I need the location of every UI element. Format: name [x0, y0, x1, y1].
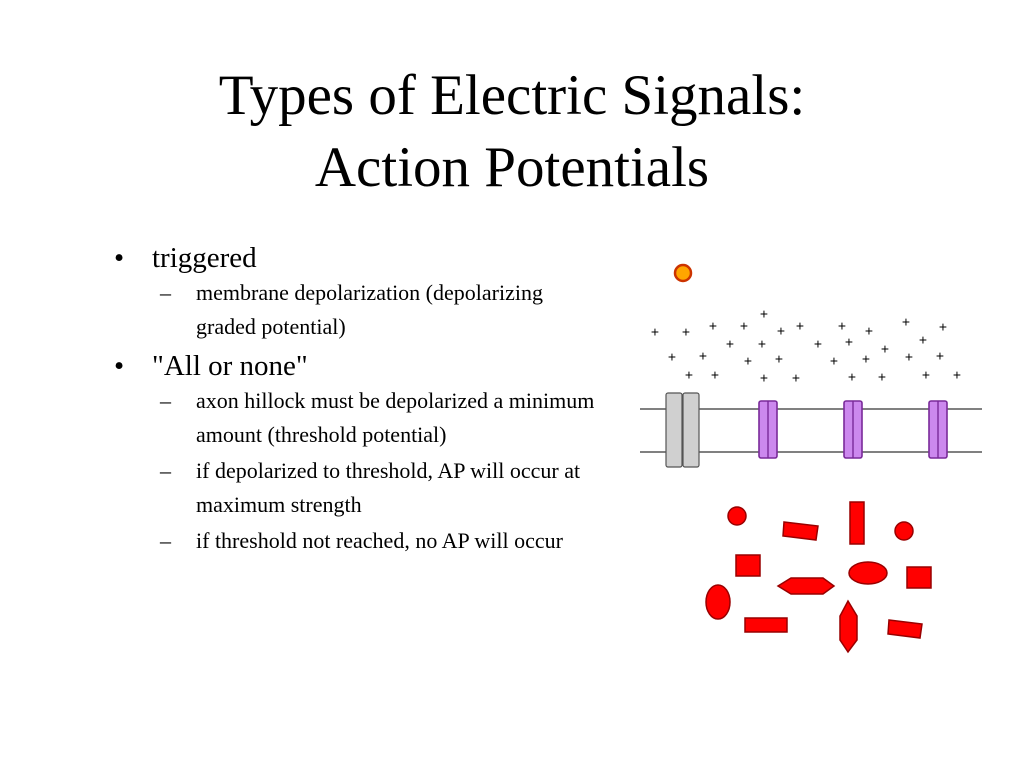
- bullet-text: "All or none": [152, 350, 308, 382]
- slide-title: Types of Electric Signals: Action Potent…: [0, 60, 1024, 204]
- title-line-1: Types of Electric Signals:: [218, 64, 806, 127]
- positive-charge: +: [939, 319, 947, 335]
- open-channel: [758, 400, 778, 459]
- positive-charge: +: [796, 318, 804, 334]
- positive-charge: +: [740, 318, 748, 334]
- positive-charge: +: [865, 323, 873, 339]
- positive-charge: +: [699, 348, 707, 364]
- title-line-2: Action Potentials: [314, 136, 710, 199]
- positive-charge: +: [814, 336, 822, 352]
- extracellular-charges: +++++++++++++++++++++++++++++++++: [651, 306, 961, 386]
- closed-channel-subunit: [682, 392, 700, 468]
- positive-charge: +: [878, 369, 886, 385]
- positive-charge: +: [668, 349, 676, 365]
- ion-square: [906, 566, 932, 589]
- positive-charge: +: [760, 306, 768, 322]
- bullet-list: • triggered – membrane depolarization (d…: [112, 240, 612, 560]
- positive-charge: +: [905, 349, 913, 365]
- positive-charge: +: [919, 332, 927, 348]
- positive-charge: +: [709, 318, 717, 334]
- closed-channel-subunit: [665, 392, 683, 468]
- positive-charge: +: [711, 367, 719, 383]
- dash-marker: –: [160, 280, 171, 305]
- bullet-triggered: • triggered: [112, 240, 612, 276]
- bullet-marker: •: [114, 350, 125, 382]
- positive-charge: +: [830, 353, 838, 369]
- sub-list-all-or-none: – axon hillock must be depolarized a min…: [158, 384, 612, 558]
- ion-square: [735, 554, 761, 577]
- ion-diamond: [839, 599, 858, 654]
- sub-bullet-text: if depolarized to threshold, AP will occ…: [196, 458, 581, 517]
- ion-oval-vertical: [705, 584, 731, 620]
- sub-bullet-membrane-depolarization: – membrane depolarization (depolarizing …: [158, 276, 606, 344]
- positive-charge: +: [881, 341, 889, 357]
- positive-charge: +: [760, 370, 768, 386]
- positive-charge: +: [848, 369, 856, 385]
- bullet-marker: •: [114, 242, 125, 274]
- dash-marker: –: [160, 388, 171, 413]
- positive-charge: +: [726, 336, 734, 352]
- dash-marker: –: [160, 458, 171, 483]
- ion-vertical-bar: [849, 501, 865, 545]
- ion-horizontal-bar: [744, 617, 788, 633]
- positive-charge: +: [744, 353, 752, 369]
- sub-bullet-text: membrane depolarization (depolarizing gr…: [196, 280, 543, 339]
- positive-charge: +: [685, 367, 693, 383]
- positive-charge: +: [862, 351, 870, 367]
- positive-charge: +: [792, 370, 800, 386]
- open-channel: [843, 400, 863, 459]
- positive-charge: +: [758, 336, 766, 352]
- positive-charge: +: [922, 367, 930, 383]
- dash-marker: –: [160, 528, 171, 553]
- positive-charge: +: [838, 318, 846, 334]
- sub-bullet-no-ap: – if threshold not reached, no AP will o…: [158, 524, 606, 558]
- bullet-all-or-none: • "All or none": [112, 348, 612, 384]
- ion-round: [727, 506, 747, 526]
- positive-charge: +: [775, 351, 783, 367]
- positive-charge: +: [902, 314, 910, 330]
- sub-bullet-maximum-strength: – if depolarized to threshold, AP will o…: [158, 454, 606, 522]
- positive-charge: +: [651, 324, 659, 340]
- positive-charge: +: [936, 348, 944, 364]
- sub-bullet-threshold-potential: – axon hillock must be depolarized a min…: [158, 384, 606, 452]
- positive-charge: +: [682, 324, 690, 340]
- open-channel: [928, 400, 948, 459]
- bullet-text: triggered: [152, 242, 257, 274]
- positive-charge: +: [953, 367, 961, 383]
- ion-hexagon: [776, 577, 836, 595]
- sub-list-triggered: – membrane depolarization (depolarizing …: [158, 276, 612, 344]
- stimulus-particle: [673, 263, 693, 283]
- ion-bar: [782, 521, 819, 541]
- ion-oval: [848, 561, 888, 585]
- intracellular-ions: [705, 501, 932, 654]
- sub-bullet-text: axon hillock must be depolarized a minim…: [196, 388, 595, 447]
- positive-charge: +: [777, 323, 785, 339]
- positive-charge: +: [845, 334, 853, 350]
- ion-bar: [887, 619, 923, 639]
- sub-bullet-text: if threshold not reached, no AP will occ…: [196, 528, 563, 553]
- ion-channels: [665, 392, 948, 468]
- ion-round: [894, 521, 914, 541]
